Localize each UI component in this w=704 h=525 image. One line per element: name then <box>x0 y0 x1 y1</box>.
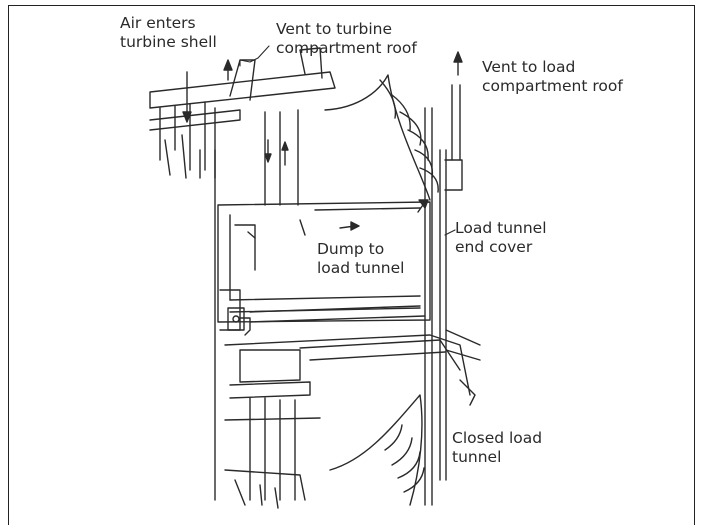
upper-plenum <box>324 74 439 201</box>
label-closed-load-tunnel: Closed load tunnel <box>452 429 543 466</box>
figure-frame <box>8 5 695 525</box>
label-load-tunnel-end-cover: Load tunnel end cover <box>455 219 547 256</box>
turbine-shell-upper <box>149 47 336 179</box>
central-casing <box>214 107 471 501</box>
label-vent-turbine-roof: Vent to turbine compartment roof <box>276 20 417 57</box>
lower-plenum <box>329 394 425 506</box>
label-dump-to-load-tunnel: Dump to load tunnel <box>317 240 405 277</box>
airflow-arrows <box>182 51 463 239</box>
load-tunnel-end-cover <box>424 107 481 506</box>
label-vent-load-roof: Vent to load compartment roof <box>482 58 623 95</box>
leader-lines <box>239 45 456 236</box>
turbine-base-lower <box>224 469 306 509</box>
label-air-enters: Air enters turbine shell <box>120 14 217 51</box>
load-vent-stack <box>451 84 461 161</box>
